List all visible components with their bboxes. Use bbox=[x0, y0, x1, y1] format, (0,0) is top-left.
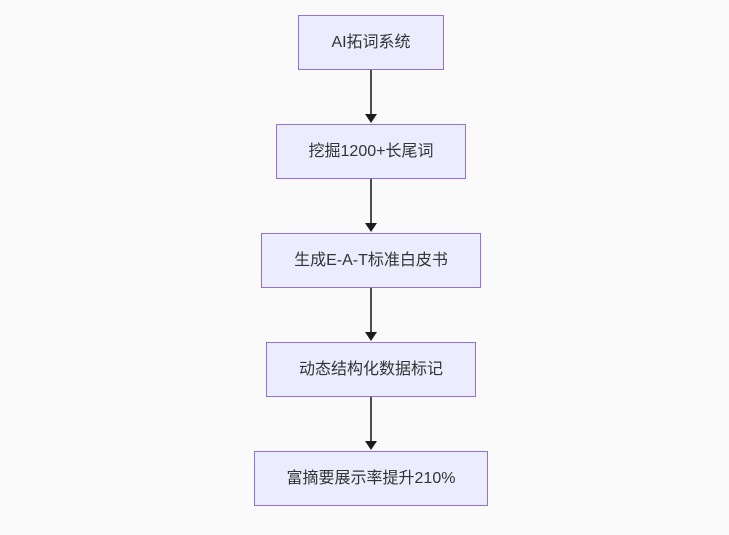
arrowhead-icon bbox=[365, 223, 377, 232]
arrow-down-1 bbox=[364, 70, 378, 124]
arrowhead-icon bbox=[365, 332, 377, 341]
flow-node-step-4: 动态结构化数据标记 bbox=[265, 342, 476, 397]
arrowhead-icon bbox=[365, 441, 377, 450]
arrow-line bbox=[370, 179, 372, 224]
arrow-down-4 bbox=[364, 397, 378, 451]
flow-node-step-1: AI拓词系统 bbox=[298, 15, 444, 70]
flowchart: AI拓词系统 挖掘1200+长尾词 生成E-A-T标准白皮书 动态结构化数据标记… bbox=[0, 15, 729, 506]
arrow-line bbox=[370, 397, 372, 442]
arrow-down-3 bbox=[364, 288, 378, 342]
flow-node-step-3: 生成E-A-T标准白皮书 bbox=[261, 233, 481, 288]
flow-node-step-5: 富摘要展示率提升210% bbox=[253, 451, 489, 506]
flow-node-step-2: 挖掘1200+长尾词 bbox=[275, 124, 467, 179]
arrow-line bbox=[370, 288, 372, 333]
arrow-down-2 bbox=[364, 179, 378, 233]
arrow-line bbox=[370, 70, 372, 115]
arrowhead-icon bbox=[365, 114, 377, 123]
